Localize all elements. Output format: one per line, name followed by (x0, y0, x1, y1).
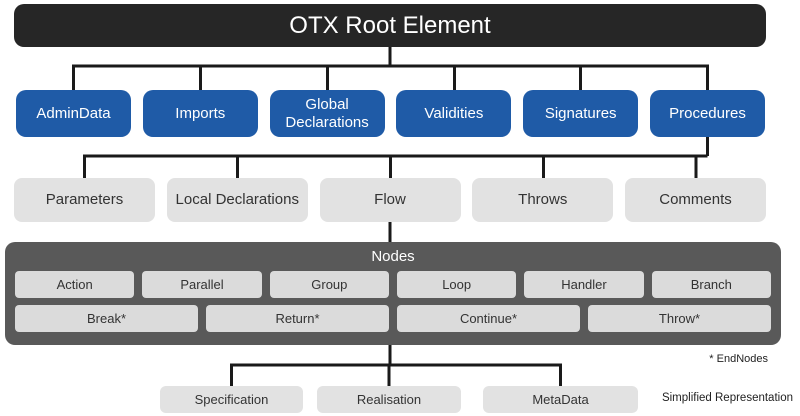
node-admindata: AdminData (16, 90, 131, 137)
node-flow: Flow (319, 178, 461, 222)
node-validities: Validities (396, 90, 512, 137)
node-group: Group (269, 271, 389, 298)
node-throw: Throw* (588, 305, 771, 332)
root-children-row: AdminData Imports Global Declarations Va… (16, 90, 765, 137)
node-procedures: Procedures (649, 90, 765, 137)
nodes-group-title: Nodes (371, 248, 415, 265)
node-comments: Comments (625, 178, 766, 222)
node-break: Break* (15, 305, 198, 332)
annotation-endnodes: * EndNodes (709, 353, 768, 365)
nodes-group-container: Nodes Action Parallel Group Loop Handler… (5, 242, 781, 345)
node-parameters: Parameters (14, 178, 155, 222)
node-branch: Branch (651, 271, 771, 298)
node-action: Action (15, 271, 135, 298)
node-global-declarations: Global Declarations (269, 90, 385, 137)
root-element-box: OTX Root Element (14, 4, 766, 47)
node-continue: Continue* (397, 305, 580, 332)
node-handler: Handler (524, 271, 644, 298)
node-loop: Loop (396, 271, 517, 298)
nodes-row-2: Break* Return* Continue* Throw* (15, 305, 771, 332)
node-throws: Throws (472, 178, 614, 222)
node-local-declarations: Local Declarations (166, 178, 308, 222)
node-specification: Specification (160, 386, 303, 413)
node-realisation: Realisation (317, 386, 461, 413)
nodes-row-1: Action Parallel Group Loop Handler Branc… (15, 271, 771, 298)
node-parallel: Parallel (142, 271, 262, 298)
node-return: Return* (206, 305, 389, 332)
annotation-simplified: Simplified Representation (661, 392, 793, 404)
node-signatures: Signatures (523, 90, 639, 137)
node-metadata: MetaData (483, 386, 638, 413)
node-imports: Imports (142, 90, 258, 137)
procedure-children-row: Parameters Local Declarations Flow Throw… (14, 178, 766, 222)
